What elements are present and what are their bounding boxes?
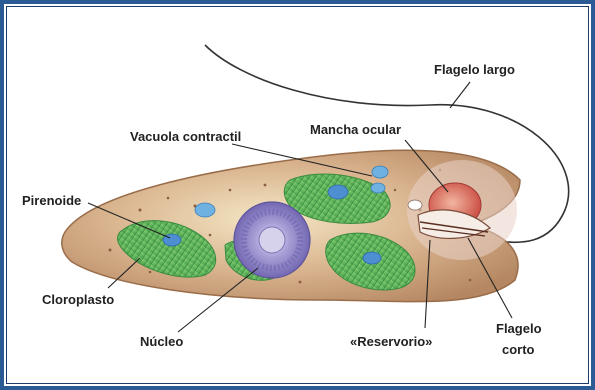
label-cloroplasto: Cloroplasto xyxy=(42,292,114,307)
label-flagelo-corto-line1: Flagelo xyxy=(496,321,542,336)
label-vacuola-contractil: Vacuola contractil xyxy=(130,129,241,144)
pointer-flagelo-largo xyxy=(450,82,470,108)
label-mancha-ocular: Mancha ocular xyxy=(310,122,401,137)
label-reservorio: «Reservorio» xyxy=(350,334,432,349)
label-nucleo: Núcleo xyxy=(140,334,183,349)
label-flagelo-largo: Flagelo largo xyxy=(434,62,515,77)
label-pirenoide: Pirenoide xyxy=(22,193,81,208)
label-flagelo-corto-line2: corto xyxy=(502,342,535,357)
nucleus xyxy=(234,202,310,278)
eyespot-region xyxy=(407,160,517,260)
